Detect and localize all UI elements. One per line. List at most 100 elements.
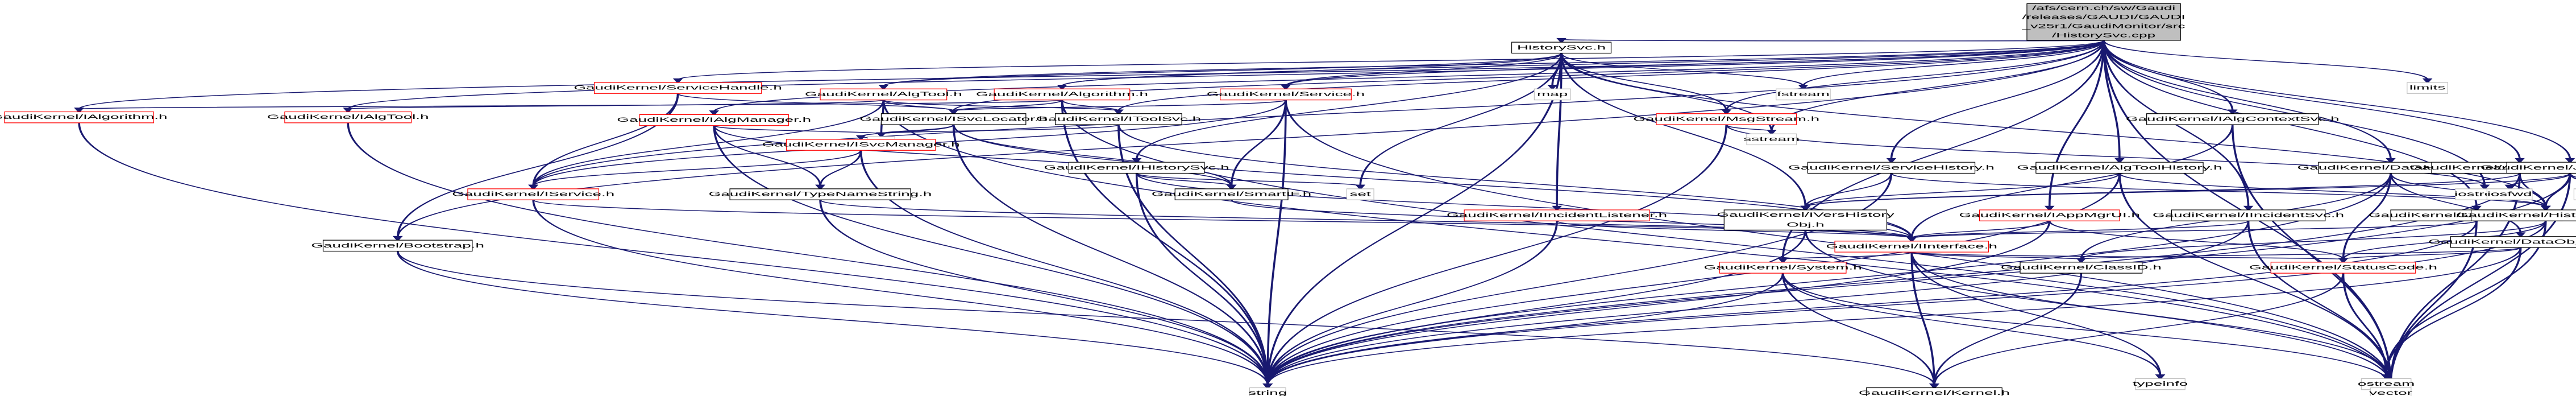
node-typeinfo: typeinfo: [2133, 378, 2188, 389]
edge-line: [1910, 251, 2345, 260]
edge-line: [2103, 40, 2234, 111]
node-MsgStream[interactable]: GaudiKernel/MsgStream.h: [1633, 114, 1819, 125]
edge-AlgorithmHistory-to-string: [1262, 173, 2521, 389]
edge-ServiceHistory-to-string: [1262, 173, 1893, 389]
edge-root-to-DataHistory: [2103, 40, 2396, 164]
edge-root-to-ServiceHandle: [672, 40, 2105, 84]
edge-line: [1910, 252, 2387, 376]
edge-line: [532, 200, 1269, 385]
edge-ISvcManager-to-TypeNameString: [815, 150, 862, 191]
node-IAlgContextSvc[interactable]: GaudiKernel/IAlgContextSvc.h: [2126, 114, 2340, 125]
node-label: GaudiKernel/Bootstrap.h: [311, 242, 484, 249]
node-IInterface[interactable]: GaudiKernel/IInterface.h: [1826, 241, 1997, 252]
node-TypeNameString[interactable]: GaudiKernel/TypeNameString.h: [709, 189, 932, 200]
edge-HistorySvc-to-MsgStream: [1560, 53, 1732, 116]
node-Bootstrap[interactable]: GaudiKernel/Bootstrap.h: [311, 240, 484, 251]
edge-line: [347, 40, 2105, 109]
node-AlgTool[interactable]: GaudiKernel/AlgTool.h: [805, 89, 962, 100]
node-IAlgTool[interactable]: GaudiKernel/IAlgTool.h: [267, 112, 429, 123]
node-box: [994, 89, 1130, 100]
node-box: [2574, 189, 2576, 200]
node-ISvcLocator[interactable]: GaudiKernel/ISvcLocator.h: [859, 114, 1048, 125]
node-root[interactable]: /afs/cern.ch/sw/Gaudi/releases/GAUDI/GAU…: [2021, 3, 2186, 40]
edge-line: [532, 199, 1913, 239]
edge-line: [1556, 220, 1913, 239]
node-IIncidentListener[interactable]: GaudiKernel/IIncidentListener.h: [1447, 210, 1667, 221]
node-label: fstream: [1777, 90, 1830, 97]
node-label: GaudiKernel/AlgToolHistory.h: [2017, 164, 2222, 171]
node-IHistorySvc[interactable]: GaudiKernel/IHistorySvc.h: [1044, 162, 1229, 173]
node-IAppMgrUI[interactable]: GaudiKernel/IAppMgrUI.h: [1959, 210, 2140, 221]
edge-line: [396, 251, 1269, 385]
arrowhead-icon: [1226, 184, 1237, 191]
node-box: [1534, 89, 1570, 100]
node-Service[interactable]: GaudiKernel/Service.h: [1207, 89, 1365, 100]
edge-line: [2048, 221, 2345, 260]
arrowhead-icon: [1114, 109, 1124, 116]
edge-HistorySvc-to-Service: [1281, 53, 1563, 90]
edge-line: [676, 40, 2105, 80]
node-box: [730, 189, 911, 200]
node-DataObject[interactable]: GaudiKernel/DataObject.h: [2428, 237, 2576, 248]
arrowhead-icon: [1057, 85, 1067, 90]
node-box: [2027, 3, 2180, 40]
node-SmartIF[interactable]: GaudiKernel/SmartIF.h: [1152, 189, 1311, 200]
node-ctime: ctime: [2574, 189, 2576, 200]
node-box: [2507, 162, 2576, 173]
edge-line: [1725, 40, 2105, 111]
node-ServiceHistory[interactable]: GaudiKernel/ServiceHistory.h: [1788, 162, 1995, 173]
node-IAlgorithm[interactable]: GaudiKernel/IAlgorithm.h: [0, 112, 168, 123]
node-DataHistory[interactable]: GaudiKernel/DataHistory.h: [2297, 162, 2484, 173]
node-System[interactable]: GaudiKernel/System.h: [1704, 262, 1862, 273]
node-label: GaudiKernel/IAlgTool.h: [267, 114, 429, 121]
edge-line: [2103, 40, 2429, 80]
edge-line: [1285, 40, 2105, 86]
node-Kernel[interactable]: GaudiKernel/Kernel.h: [1859, 388, 2010, 396]
node-ostream: ostream: [2358, 378, 2415, 389]
edge-line: [1910, 220, 2250, 239]
edge-line: [2231, 125, 2392, 385]
node-IToolSvc[interactable]: GaudiKernel/IToolSvc.h: [1036, 114, 1202, 125]
node-box: [1249, 388, 1286, 396]
node-IIncidentSvc[interactable]: GaudiKernel/IIncidentSvc.h: [2153, 210, 2344, 221]
node-HistorySvc[interactable]: HistorySvc.h: [1512, 42, 1611, 53]
node-label: limits: [2409, 84, 2445, 91]
node-IAlgManager[interactable]: GaudiKernel/IAlgManager.h: [617, 114, 811, 125]
node-box: [1175, 189, 1288, 200]
edge-line: [1781, 251, 1913, 260]
edge-IAlgManager-to-SmartIF: [713, 125, 1237, 191]
edge-line: [1804, 173, 1893, 208]
edge-Service-to-ISvcLocator: [948, 99, 1287, 116]
edge-Algorithm-to-IToolSvc: [1061, 100, 1124, 116]
node-StatusCode[interactable]: GaudiKernel/StatusCode.h: [2249, 262, 2437, 273]
node-label: GaudiKernel/MsgStream.h: [1633, 116, 1819, 122]
node-ServiceHandle[interactable]: GaudiKernel/ServiceHandle.h: [574, 82, 782, 93]
edge-line: [882, 40, 2105, 86]
node-JobHistory[interactable]: GaudiKernel/JobHistory.h: [2481, 162, 2576, 173]
node-label: GaudiKernel/IVersHistory: [1717, 211, 1894, 218]
arrowhead-icon: [1929, 383, 1939, 389]
node-label: HistorySvc.h: [1517, 44, 1606, 51]
edge-line: [1933, 273, 2345, 385]
arrowhead-icon: [1886, 158, 1897, 164]
node-label: GaudiKernel/JobHistory.h: [2481, 164, 2576, 171]
edge-root-to-IAlgorithm: [74, 40, 2105, 113]
node-Algorithm[interactable]: GaudiKernel/Algorithm.h: [976, 89, 1148, 100]
edge-StatusCode-to-Kernel: [1929, 273, 2345, 389]
edge-AlgToolHistory-to-IVersHistoryObj: [1800, 173, 2121, 212]
node-AlgToolHistory[interactable]: GaudiKernel/AlgToolHistory.h: [2017, 162, 2222, 173]
edge-Algorithm-to-string: [1061, 100, 1273, 389]
node-IService[interactable]: GaudiKernel/IService.h: [452, 189, 614, 200]
node-ClassID[interactable]: GaudiKernel/ClassID.h: [2001, 262, 2162, 273]
node-ISvcManager[interactable]: GaudiKernel/ISvcManager.h: [762, 139, 960, 150]
node-label: iosfwd: [2487, 191, 2532, 197]
edge-Algorithm-to-IAlgorithm: [74, 99, 1063, 113]
edge-line: [882, 53, 1563, 86]
edge-DataObject-to-StatusCode: [2338, 247, 2522, 264]
node-box: [1776, 89, 1830, 100]
node-label: /afs/cern.ch/sw/Gaudi: [2032, 5, 2175, 11]
node-box: [1656, 114, 1796, 125]
node-box: [1347, 189, 1374, 200]
